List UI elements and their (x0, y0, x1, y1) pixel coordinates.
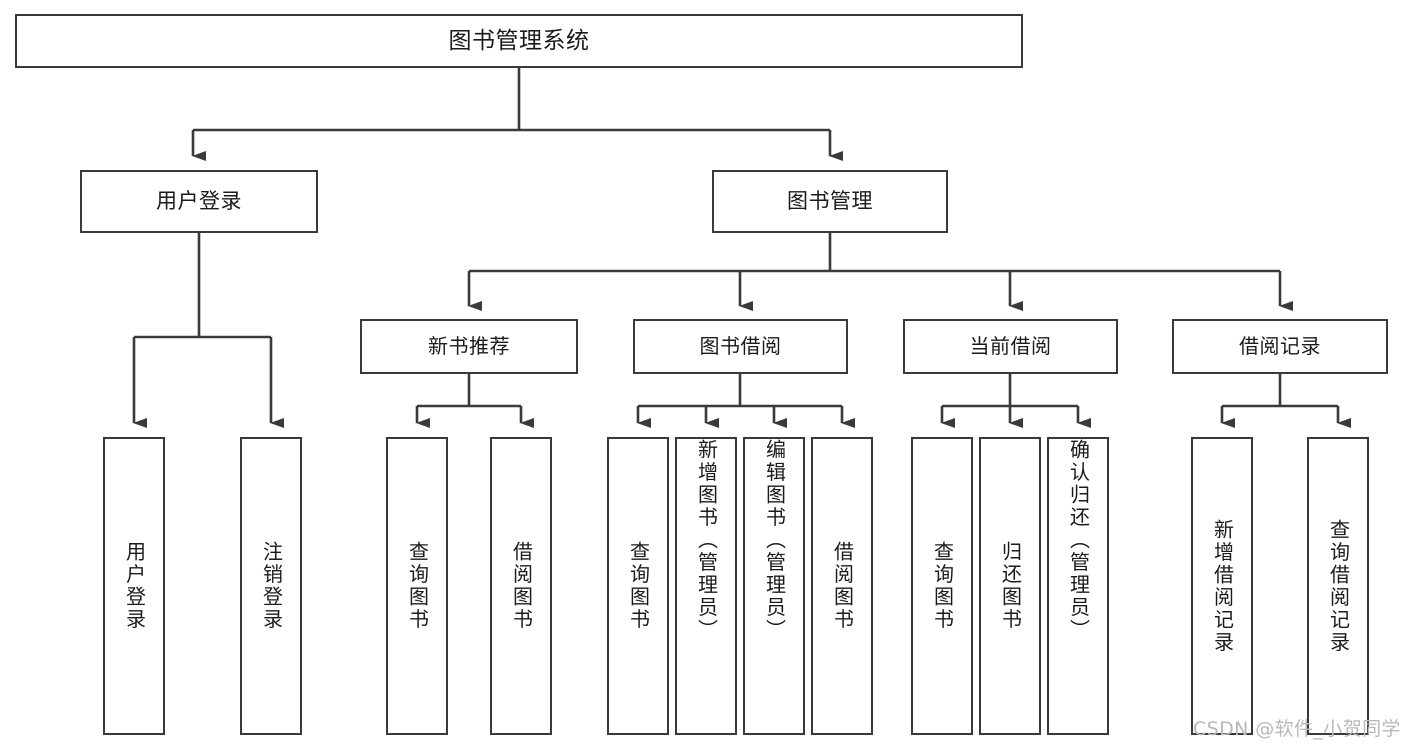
node-user-login[interactable]: 用户登录 (80, 170, 318, 233)
node-leaf-borrow-book-2-label: 借阅图书 (830, 541, 855, 631)
node-leaf-logout[interactable]: 注销登录 (240, 437, 302, 735)
node-leaf-edit-book[interactable]: 编辑图书（管理员） (743, 437, 805, 735)
node-leaf-borrow-book-2[interactable]: 借阅图书 (811, 437, 873, 735)
node-leaf-add-book-label: 新增图书（管理员） (694, 439, 719, 642)
node-leaf-user-login-label: 用户登录 (122, 541, 147, 631)
node-leaf-confirm-return[interactable]: 确认归还（管理员） (1047, 437, 1109, 735)
node-leaf-query-book-1[interactable]: 查询图书 (386, 437, 448, 735)
node-book-manage-label: 图书管理 (787, 188, 873, 213)
node-leaf-edit-book-label: 编辑图书（管理员） (762, 439, 787, 642)
node-leaf-query-record[interactable]: 查询借阅记录 (1307, 437, 1369, 735)
node-new-book-rec-label: 新书推荐 (428, 334, 510, 359)
node-root-label: 图书管理系统 (448, 27, 590, 54)
node-leaf-return-book[interactable]: 归还图书 (979, 437, 1041, 735)
node-borrow-record[interactable]: 借阅记录 (1172, 319, 1388, 374)
node-book-borrow-label: 图书借阅 (699, 334, 782, 359)
node-leaf-borrow-book-1-label: 借阅图书 (509, 541, 534, 631)
node-borrow-record-label: 借阅记录 (1239, 334, 1321, 359)
node-leaf-borrow-book-1[interactable]: 借阅图书 (490, 437, 552, 735)
node-leaf-user-login[interactable]: 用户登录 (103, 437, 165, 735)
node-new-book-rec[interactable]: 新书推荐 (360, 319, 578, 374)
node-leaf-query-book-3-label: 查询图书 (930, 541, 955, 631)
node-leaf-return-book-label: 归还图书 (998, 541, 1023, 631)
node-leaf-add-book[interactable]: 新增图书（管理员） (675, 437, 737, 735)
node-leaf-logout-label: 注销登录 (259, 541, 284, 631)
node-user-login-label: 用户登录 (156, 188, 242, 213)
node-book-borrow[interactable]: 图书借阅 (633, 319, 848, 374)
node-leaf-add-record[interactable]: 新增借阅记录 (1191, 437, 1253, 735)
node-leaf-confirm-return-label: 确认归还（管理员） (1066, 439, 1091, 642)
node-root[interactable]: 图书管理系统 (15, 14, 1023, 68)
node-leaf-query-book-3[interactable]: 查询图书 (911, 437, 973, 735)
node-leaf-query-book-2-label: 查询图书 (626, 541, 651, 631)
node-leaf-query-record-label: 查询借阅记录 (1326, 518, 1351, 654)
node-current-borrow[interactable]: 当前借阅 (903, 319, 1118, 374)
node-leaf-query-book-1-label: 查询图书 (405, 541, 430, 631)
node-leaf-add-record-label: 新增借阅记录 (1210, 518, 1235, 654)
node-current-borrow-label: 当前借阅 (969, 334, 1052, 359)
node-book-manage[interactable]: 图书管理 (712, 170, 948, 233)
node-leaf-query-book-2[interactable]: 查询图书 (607, 437, 669, 735)
csdn-watermark: CSDN @软件_小贺同学 (1193, 718, 1401, 740)
